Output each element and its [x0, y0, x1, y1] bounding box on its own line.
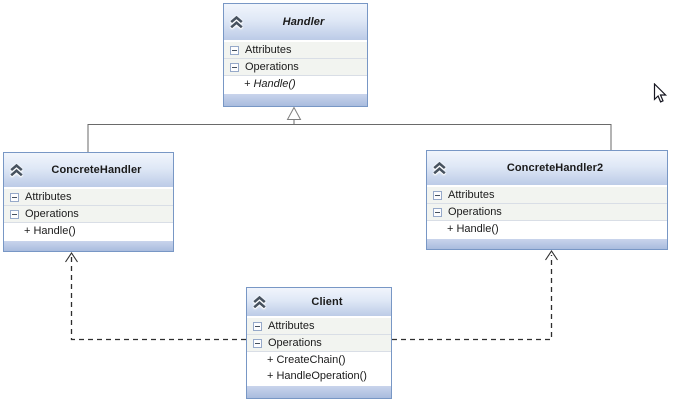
method-row[interactable]: + CreateChain(): [247, 352, 391, 368]
operations-label: Operations: [268, 337, 322, 349]
method-label: + CreateChain(): [267, 354, 346, 366]
collapse-minus-icon[interactable]: [433, 207, 442, 217]
attributes-label: Attributes: [268, 320, 315, 332]
method-label: + Handle(): [244, 78, 296, 90]
operations-section-row[interactable]: Operations: [224, 59, 367, 76]
operations-section-row[interactable]: Operations: [427, 204, 667, 221]
class-client[interactable]: Client Attributes Operations + CreateCha…: [246, 287, 392, 399]
collapse-minus-icon[interactable]: [230, 45, 239, 55]
method-row[interactable]: + HandleOperation(): [247, 368, 391, 384]
class-handler[interactable]: Handler Attributes Operations + Handle(): [223, 3, 368, 107]
inheritance-triangle-arrowhead[interactable]: [286, 106, 302, 120]
operations-section-row[interactable]: Operations: [4, 206, 173, 223]
class-title: Handler: [282, 16, 325, 28]
operations-section-row[interactable]: Operations: [247, 335, 391, 352]
dependency-connector-client-to-concretehandler2[interactable]: [392, 250, 558, 341]
method-row[interactable]: + Handle(): [224, 76, 367, 92]
class-title: ConcreteHandler2: [506, 162, 604, 174]
operations-label: Operations: [245, 61, 299, 73]
class-footer-band: [427, 237, 667, 249]
method-label: + HandleOperation(): [267, 370, 367, 382]
method-label: + Handle(): [24, 225, 76, 237]
class-client-header[interactable]: Client: [247, 288, 391, 318]
attributes-label: Attributes: [448, 189, 495, 201]
collapse-minus-icon[interactable]: [10, 192, 19, 202]
collapse-minus-icon[interactable]: [10, 209, 19, 219]
method-label: + Handle(): [447, 223, 499, 235]
dependency-dashed-line-right[interactable]: [392, 255, 553, 341]
class-concretehandler[interactable]: ConcreteHandler Attributes Operations + …: [3, 152, 174, 252]
class-concretehandler2[interactable]: ConcreteHandler2 Attributes Operations +…: [426, 150, 668, 250]
collapse-double-chevron-up-icon[interactable]: [229, 15, 245, 29]
operations-label: Operations: [25, 208, 79, 220]
method-row[interactable]: + Handle(): [4, 223, 173, 239]
attributes-section-row[interactable]: Attributes: [4, 189, 173, 206]
class-handler-header[interactable]: Handler: [224, 4, 367, 42]
dependency-dashed-line-left[interactable]: [70, 257, 247, 341]
collapse-minus-icon[interactable]: [253, 338, 262, 348]
attributes-label: Attributes: [25, 191, 72, 203]
class-concretehandler2-header[interactable]: ConcreteHandler2: [427, 151, 667, 187]
attributes-section-row[interactable]: Attributes: [247, 318, 391, 335]
mouse-cursor-icon: [653, 83, 668, 103]
collapse-minus-icon[interactable]: [433, 190, 442, 200]
class-concretehandler-header[interactable]: ConcreteHandler: [4, 153, 173, 189]
dependency-open-arrowhead-left[interactable]: [65, 252, 78, 263]
inheritance-line[interactable]: [87, 124, 612, 153]
attributes-section-row[interactable]: Attributes: [224, 42, 367, 59]
collapse-minus-icon[interactable]: [253, 321, 262, 331]
attributes-section-row[interactable]: Attributes: [427, 187, 667, 204]
class-footer-band: [224, 92, 367, 106]
class-footer-band: [4, 239, 173, 251]
class-title: ConcreteHandler: [51, 164, 142, 176]
method-row[interactable]: + Handle(): [427, 221, 667, 237]
collapse-double-chevron-up-icon[interactable]: [432, 161, 448, 175]
dependency-open-arrowhead-right[interactable]: [545, 250, 558, 261]
operations-label: Operations: [448, 206, 502, 218]
class-footer-band: [247, 384, 391, 398]
collapse-minus-icon[interactable]: [230, 62, 239, 72]
collapse-double-chevron-up-icon[interactable]: [252, 295, 268, 309]
dependency-connector-client-to-concretehandler[interactable]: [65, 252, 247, 341]
inheritance-connector[interactable]: [87, 106, 612, 153]
collapse-double-chevron-up-icon[interactable]: [9, 163, 25, 177]
attributes-label: Attributes: [245, 44, 292, 56]
class-title: Client: [311, 296, 343, 308]
